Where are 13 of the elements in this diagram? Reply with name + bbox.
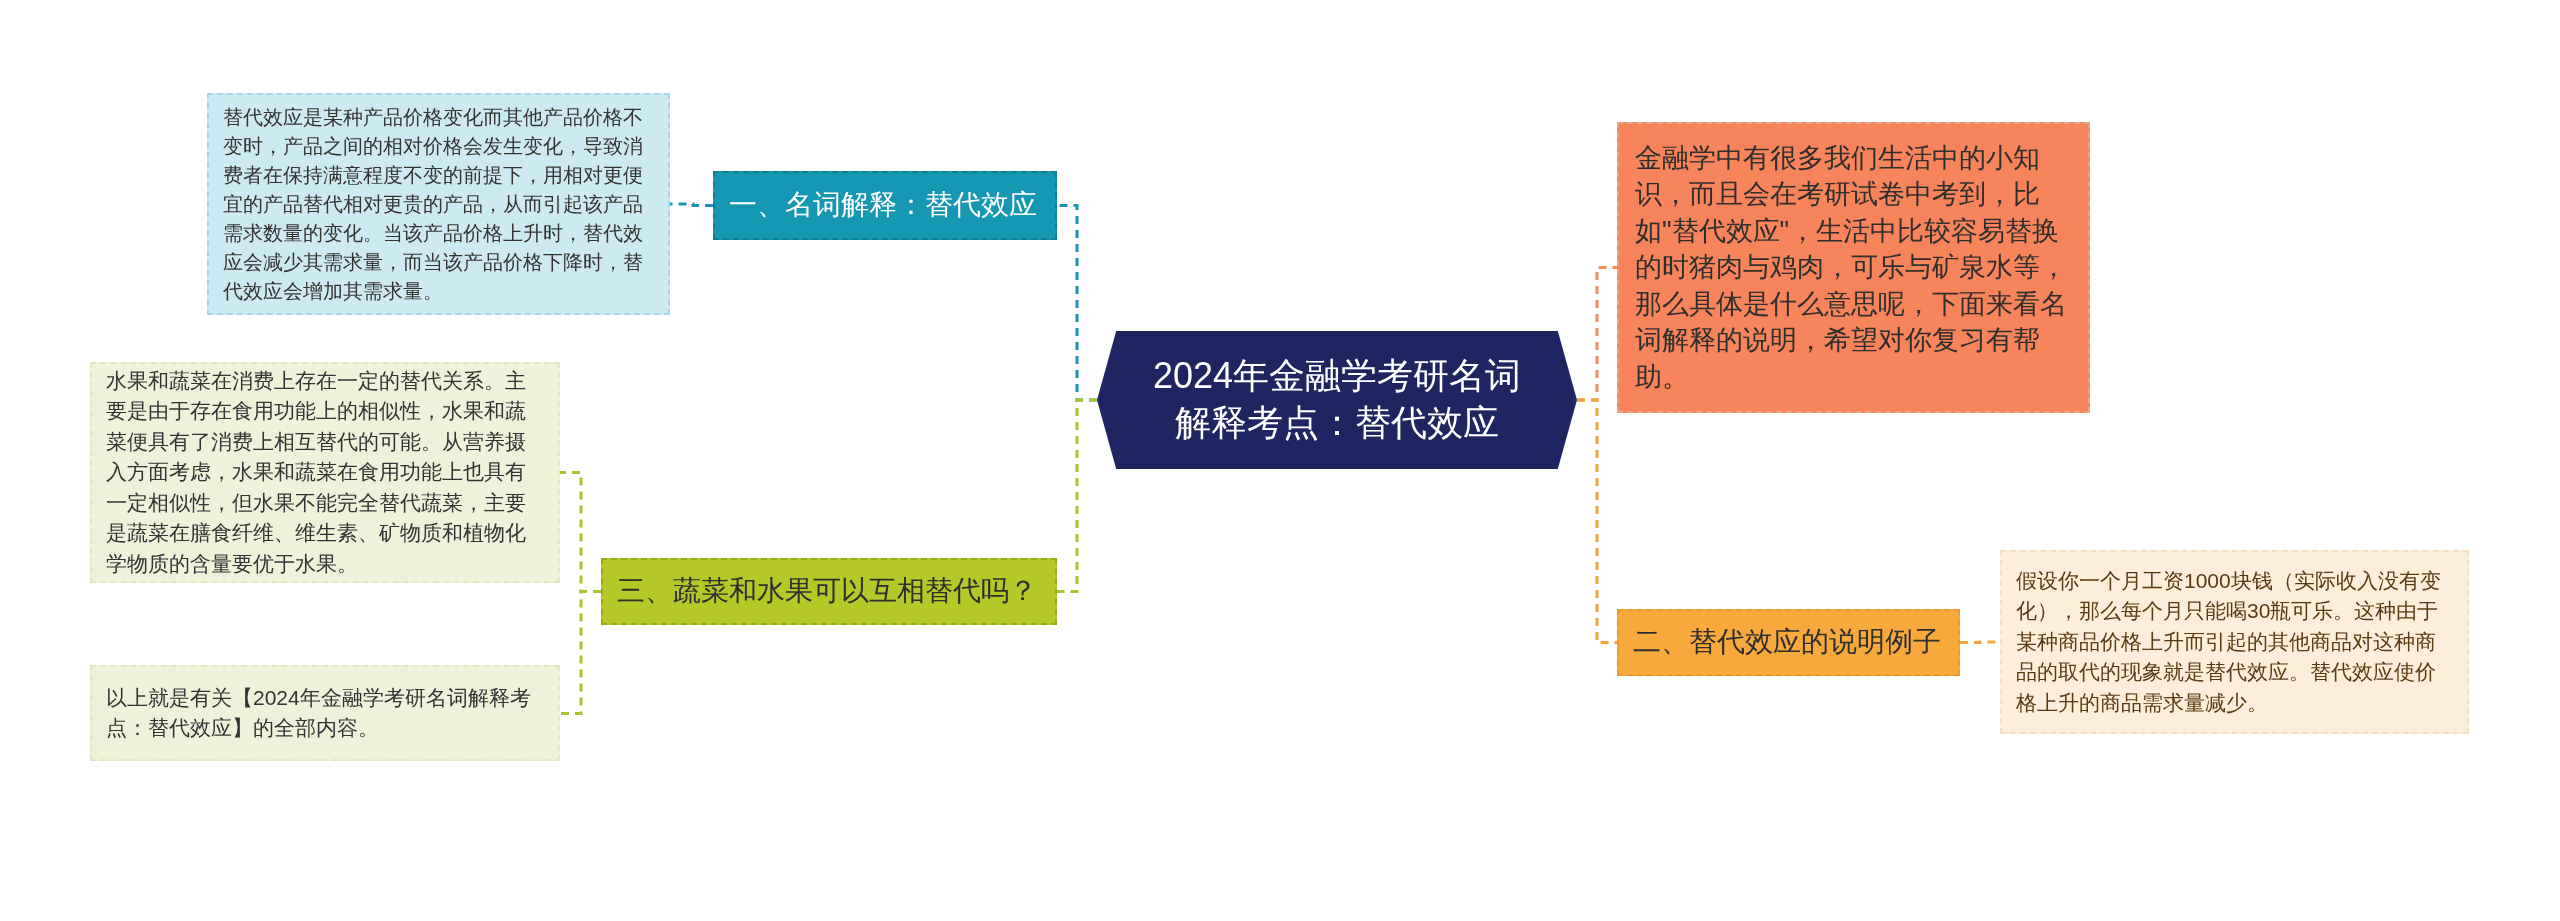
branch-box: 二、替代效应的说明例子	[1617, 609, 1960, 676]
connector-line	[1057, 398, 1097, 593]
connector-line	[560, 590, 601, 715]
topic-hexagon: 2024年金融学考研名词解释考点：替代效应	[1097, 331, 1577, 469]
connector-line	[670, 202, 713, 207]
branch-box: 三、蔬菜和水果可以互相替代吗？	[601, 558, 1057, 625]
note-box: 替代效应是某种产品价格变化而其他产品价格不变时，产品之间的相对价格会发生变化，导致消费者在保持满意程度不变的前提下，用相对更便宜的产品替代相对更贵的产品，从而引起该产品需求数量的变化。当该产品价格上升时，替代效应会减少其需求量，而当该产品价格下降时，替代效应会增加其需求量。	[207, 93, 670, 315]
intro-box: 金融学中有很多我们生活中的小知识，而且会在考研试卷中考到，比如"替代效应"，生活中比较容易替换的时猪肉与鸡肉，可乐与矿泉水等，那么具体是什么意思呢，下面来看名词解释的说明，希望对你复习有帮助。	[1617, 122, 2090, 413]
note-box: 假设你一个月工资1000块钱（实际收入没有变化），那么每个月只能喝30瓶可乐。这种由于某种商品价格上升而引起的其他商品对这种商品的取代的现象就是替代效应。替代效应使价格上升的商品需求量减少。	[2000, 550, 2469, 735]
branch-box: 一、名词解释：替代效应	[713, 171, 1057, 240]
note-box: 以上就是有关【2024年金融学考研名词解释考点：替代效应】的全部内容。	[90, 664, 560, 762]
connector-line	[1577, 398, 1617, 644]
note-box: 水果和蔬菜在消费上存在一定的替代关系。主要是由于存在食用功能上的相似性，水果和蔬菜便具有了消费上相互替代的可能。从营养摄入方面考虑，水果和蔬菜在食用功能上也具有一定相似性，但水果不能完全替代蔬菜，主要是蔬菜在膳食纤维、维生素、矿物质和植物化学物质的含量要优于水果。	[90, 362, 560, 583]
